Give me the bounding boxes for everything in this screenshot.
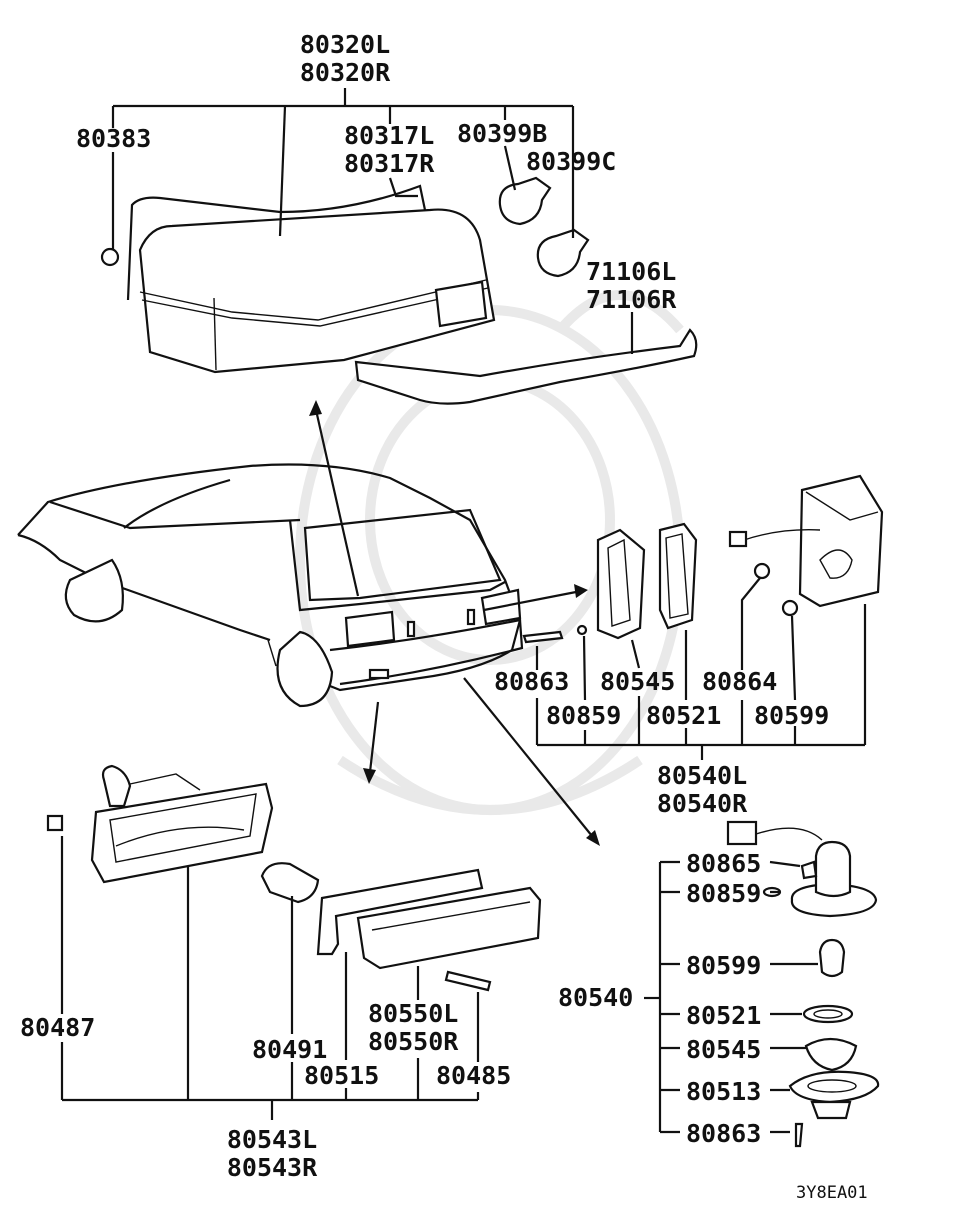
label-80859-top: 80859 (546, 701, 621, 730)
label-80550r: 80550R (368, 1027, 459, 1056)
label-80545-top: 80545 (600, 667, 675, 696)
label-80599-detail: 80599 (686, 951, 761, 980)
license-lamp-leaders (535, 577, 867, 760)
label-80399b: 80399B (457, 119, 547, 148)
rear-lamp-illustration (46, 764, 542, 992)
label-80491: 80491 (252, 1035, 327, 1064)
label-80521-detail: 80521 (686, 1001, 761, 1030)
license-lamp-detail-leaders (644, 860, 818, 1134)
label-80515: 80515 (304, 1061, 379, 1090)
group-label-80540: 80540 (558, 983, 633, 1012)
top-leaders (111, 88, 634, 354)
label-80863-detail: 80863 (686, 1119, 761, 1148)
label-80545-detail: 80545 (686, 1035, 761, 1064)
label-80864: 80864 (702, 667, 777, 696)
label-71106r: 71106R (586, 285, 677, 314)
label-80863-top: 80863 (494, 667, 569, 696)
label-71106l: 71106L (586, 257, 676, 286)
label-80859-detail: 80859 (686, 879, 761, 908)
license-lamp-illustration (522, 474, 884, 644)
group-label-80320r: 80320R (300, 58, 391, 87)
group-label-80540r: 80540R (657, 789, 748, 818)
label-80383: 80383 (76, 124, 151, 153)
label-80550l: 80550L (368, 999, 458, 1028)
license-lamp-detail-illustration (726, 820, 880, 1148)
rear-combination-lamp-illustration (100, 176, 698, 405)
car-body-illustration (17, 463, 524, 708)
label-80487: 80487 (20, 1013, 95, 1042)
drawing-code: 3Y8EA01 (796, 1183, 868, 1203)
rear-lamp-leaders (60, 836, 480, 1120)
label-80513: 80513 (686, 1077, 761, 1106)
group-label-80543l: 80543L (227, 1125, 317, 1154)
group-label-80543r: 80543R (227, 1153, 318, 1182)
label-80317r: 80317R (344, 149, 435, 178)
label-80317l: 80317L (344, 121, 434, 150)
label-80485: 80485 (436, 1061, 511, 1090)
group-label-80540l: 80540L (657, 761, 747, 790)
group-label-80320l: 80320L (300, 30, 390, 59)
label-80521-top: 80521 (646, 701, 721, 730)
label-80599-top: 80599 (754, 701, 829, 730)
label-80865: 80865 (686, 849, 761, 878)
label-80399c: 80399C (526, 147, 616, 176)
assembly-arrows (309, 400, 600, 846)
